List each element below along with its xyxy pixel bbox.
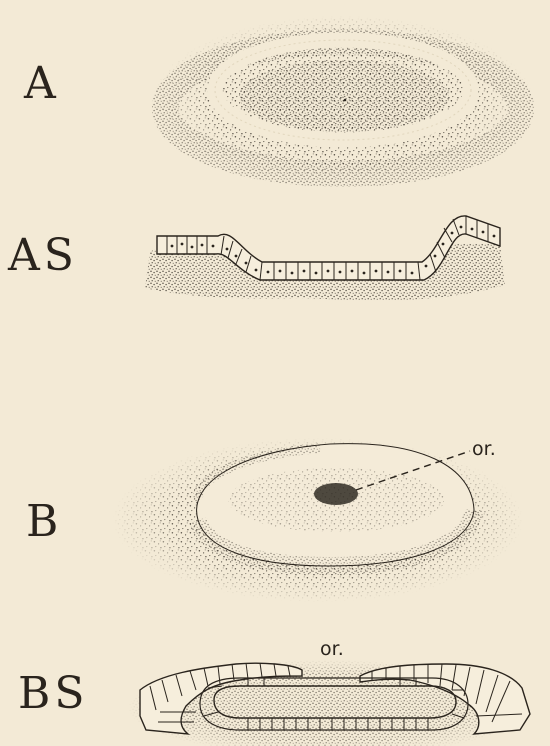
figure-label-b: B: [26, 500, 62, 544]
figure-b-drawing: [113, 438, 523, 602]
figure-a-drawing: [153, 16, 533, 186]
figure-b-or-label: or.: [472, 440, 496, 459]
figure-bs-or-label: or.: [320, 640, 344, 659]
figure-label-a: A: [24, 62, 60, 106]
figure-label-as: AS: [8, 234, 78, 278]
figure-label-bs: BS: [18, 672, 88, 716]
figure-bs-drawing: [128, 660, 530, 746]
oral-spot: [314, 483, 358, 505]
figure-as-drawing: [145, 216, 505, 300]
